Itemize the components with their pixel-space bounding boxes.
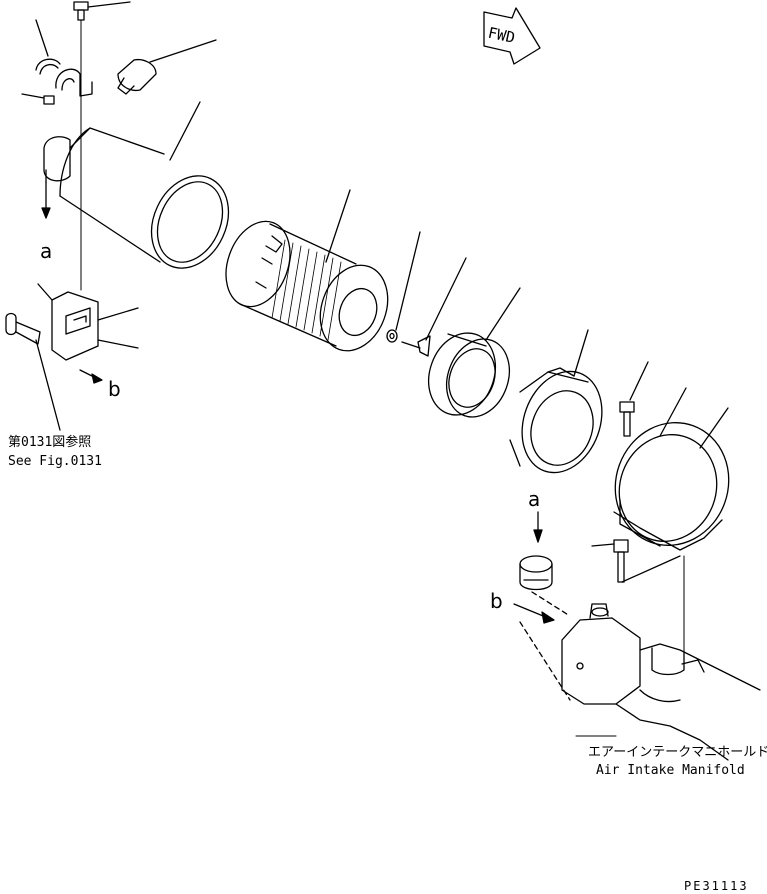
air-cleaner-body xyxy=(43,101,230,269)
arrow-a-right: a xyxy=(528,487,543,543)
arrow-b-left: b xyxy=(79,369,121,401)
inner-element xyxy=(428,287,521,418)
intake-elbow xyxy=(519,555,571,617)
band-bolt xyxy=(619,361,649,437)
fwd-label: FWD xyxy=(486,24,516,47)
air-intake-manifold xyxy=(561,603,761,761)
manifold-label-en: Air Intake Manifold xyxy=(596,763,745,778)
arrow-a-left: a xyxy=(40,181,52,263)
bracket-bolt xyxy=(591,539,685,671)
callout-a-top: a xyxy=(40,239,52,263)
mount-bolt xyxy=(5,312,61,431)
drawing-code: PE31113 xyxy=(684,879,749,893)
clamp-bracket xyxy=(21,68,93,105)
reference-jp: 第0131図参照 xyxy=(8,434,91,450)
mounting-band xyxy=(613,387,730,551)
wing-nut xyxy=(401,257,467,357)
clamp-band xyxy=(35,19,61,75)
arrow-b-right: b xyxy=(490,589,571,701)
fwd-arrow: FWD xyxy=(483,7,541,65)
dust-indicator xyxy=(117,39,217,95)
washer xyxy=(386,231,421,343)
mount-bracket xyxy=(37,283,139,361)
callout-a-right: a xyxy=(528,487,540,511)
callout-b-right: b xyxy=(490,589,503,613)
callout-b-left: b xyxy=(108,377,121,401)
clamp-bolt xyxy=(73,1,131,291)
reference-en: See Fig.0131 xyxy=(8,454,102,469)
cover xyxy=(509,329,603,474)
manifold-label-jp: エアーインテークマニホールド xyxy=(588,745,767,760)
outer-filter-element xyxy=(225,189,389,352)
